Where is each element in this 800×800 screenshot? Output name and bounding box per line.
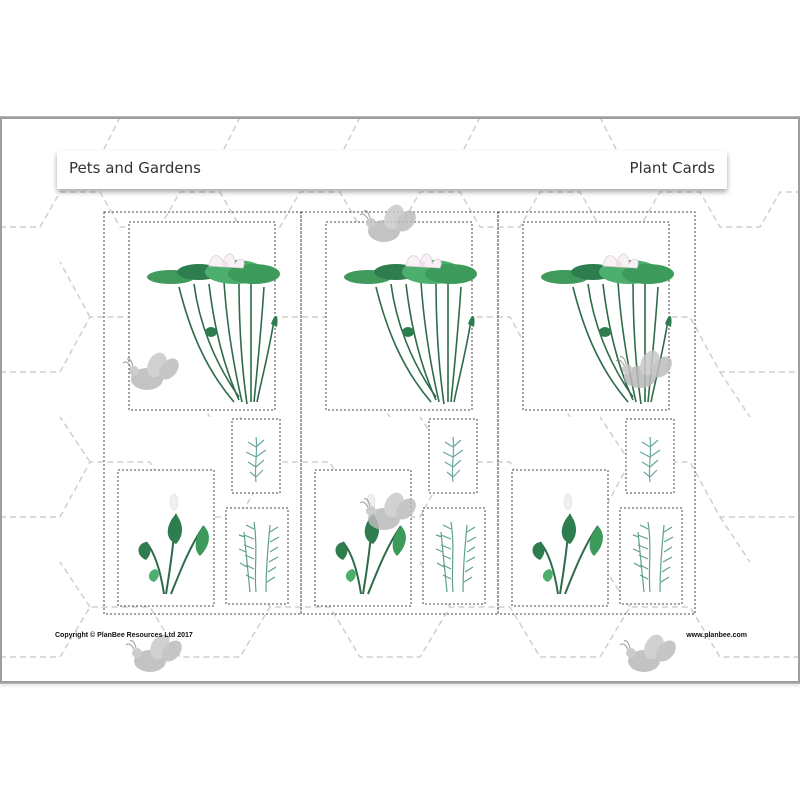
card-outline [497, 211, 696, 615]
website-text: www.planbee.com [686, 632, 747, 639]
copyright-text: Copyright © PlanBee Resources Ltd 2017 [55, 632, 193, 639]
title-banner: Pets and Gardens Plant Cards [57, 151, 727, 189]
plant-cards-area [103, 200, 696, 673]
card-set-3 [497, 211, 696, 615]
worksheet-page: Pets and Gardens Plant Cards [0, 117, 800, 683]
card-pondweed-large [422, 507, 486, 605]
resource-title: Plant Cards [629, 159, 715, 177]
card-set-2 [300, 211, 499, 615]
card-pondweed-large [225, 507, 289, 605]
card-water-lily [325, 221, 473, 411]
bee-icon [619, 630, 681, 673]
topic-title: Pets and Gardens [69, 159, 201, 177]
card-pondweed-large [619, 507, 683, 605]
card-set-1 [103, 211, 302, 615]
page-border [0, 117, 800, 683]
